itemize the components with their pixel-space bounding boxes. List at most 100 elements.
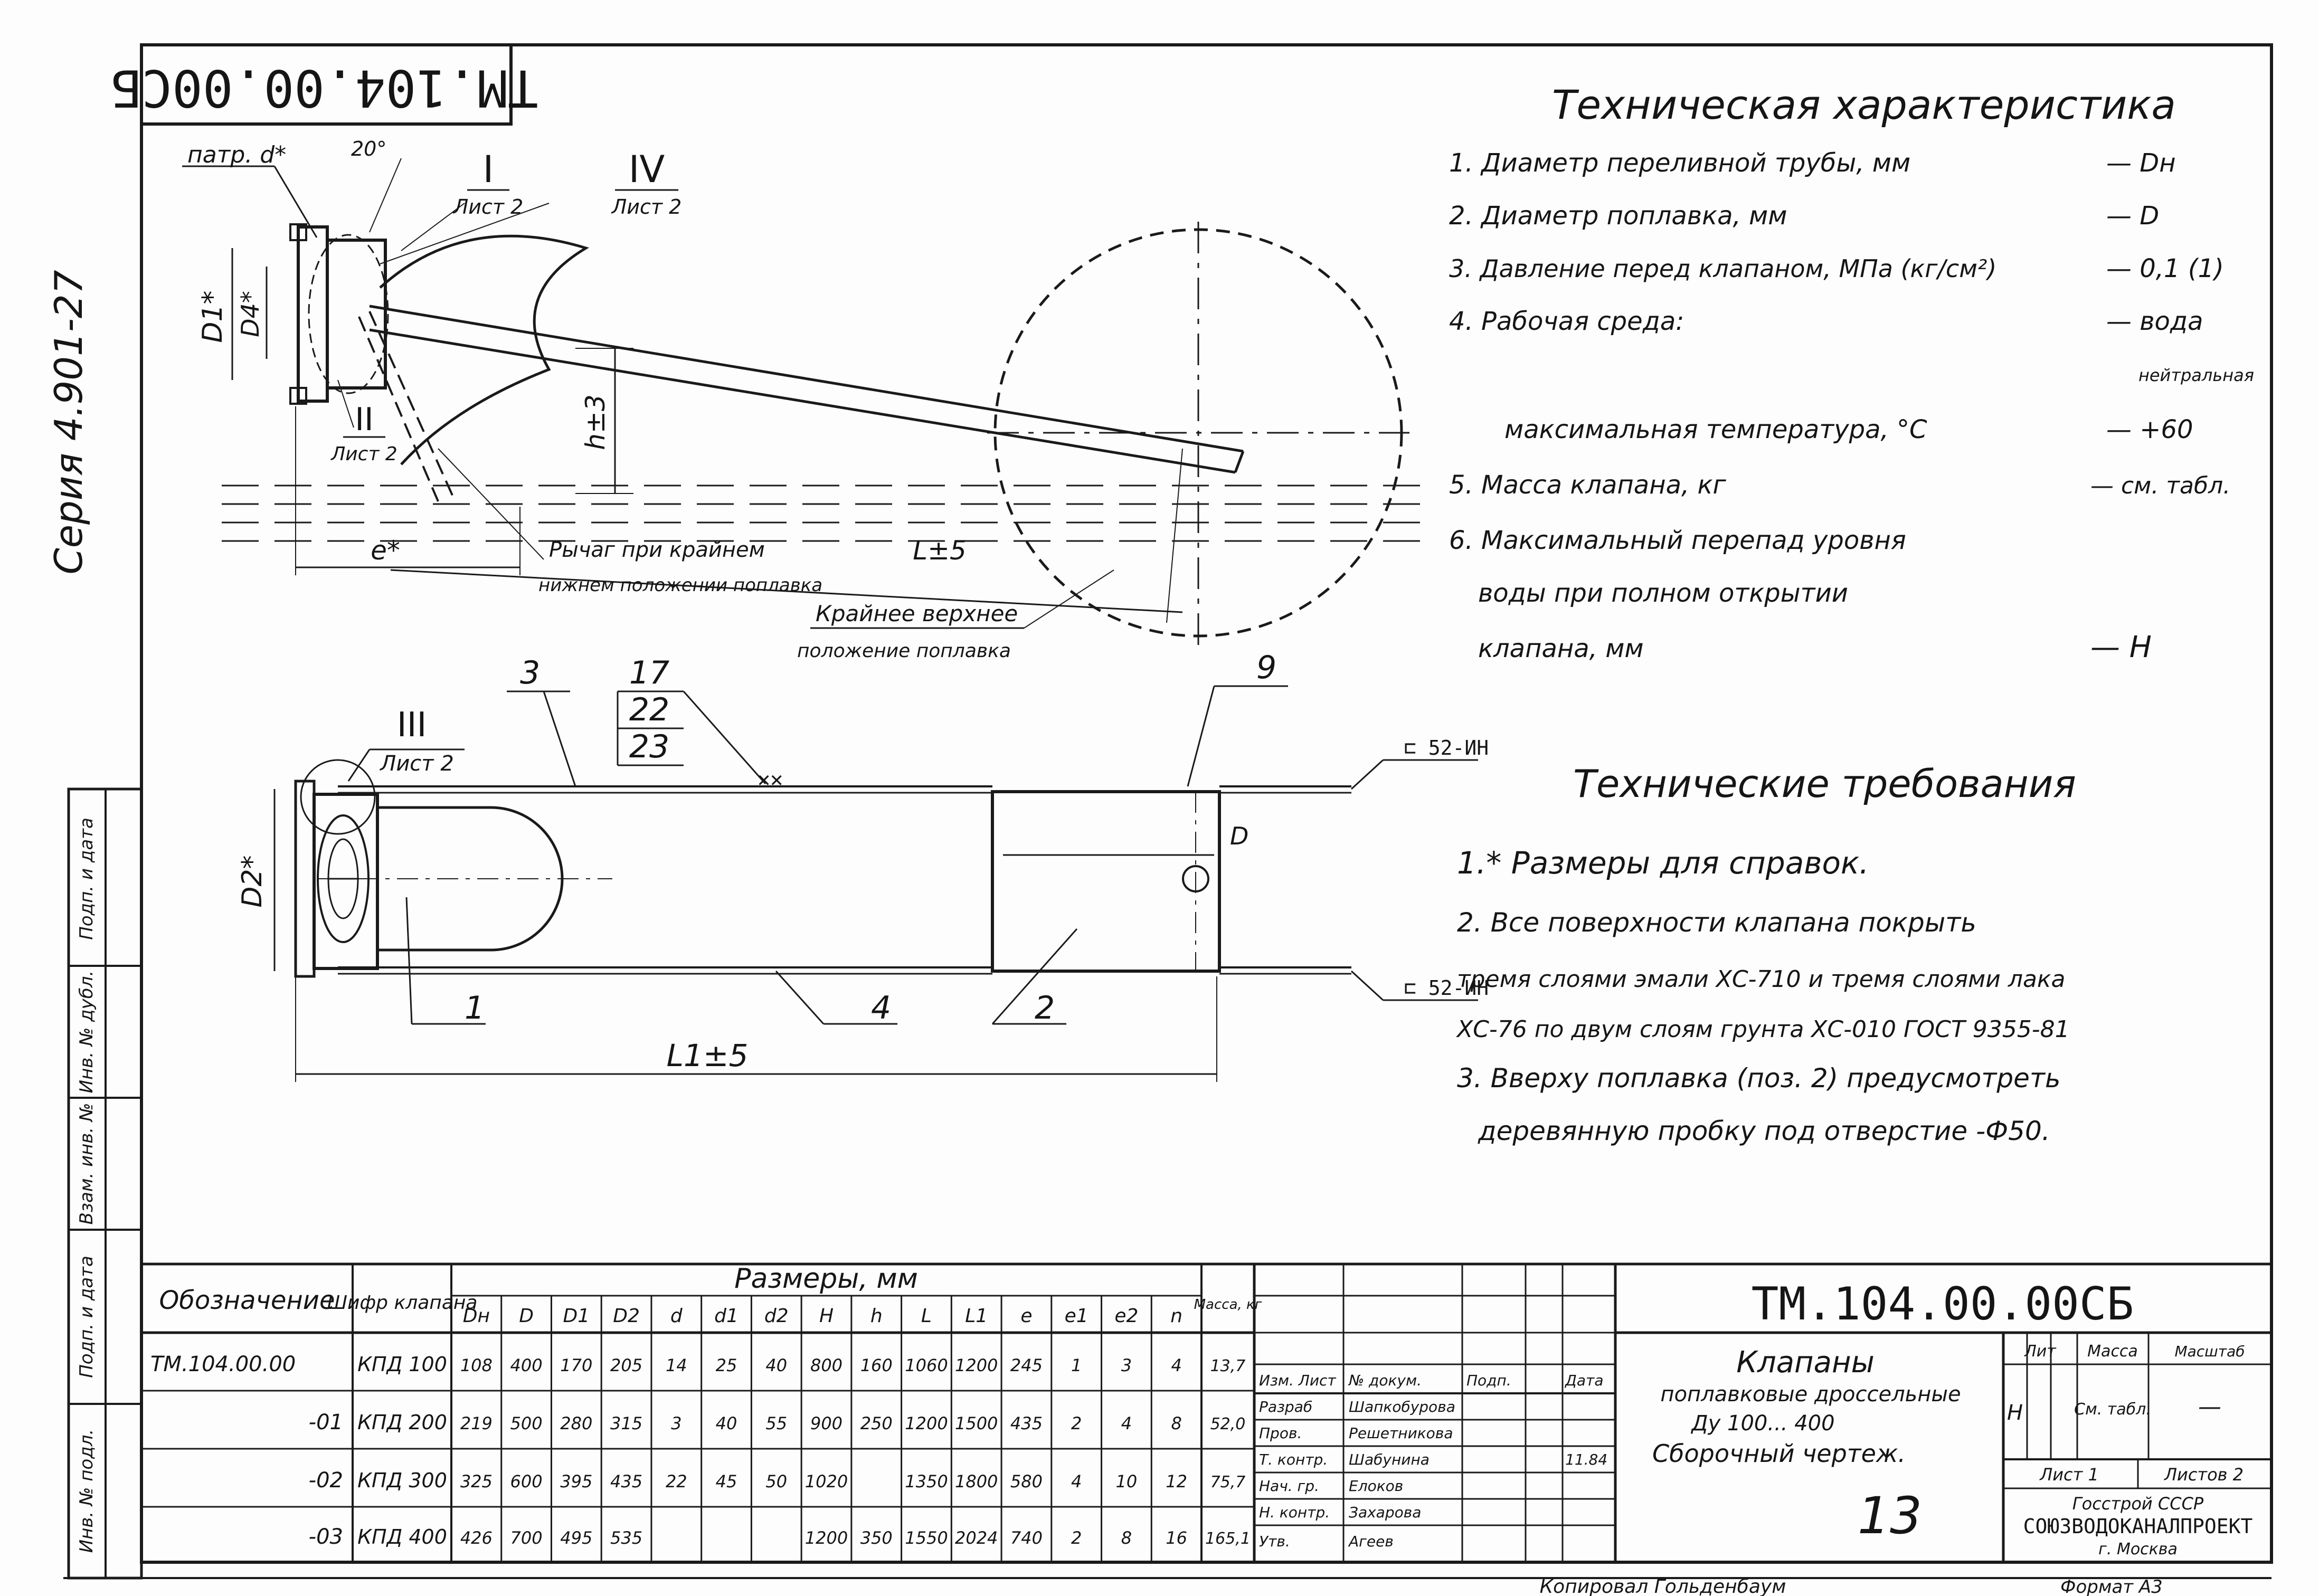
table-subheader: L1 — [965, 1305, 988, 1327]
table-cell: 1800 — [955, 1471, 998, 1492]
tech-char-value-3: — 0,1 (1) — [2106, 254, 2224, 283]
table-cell: 700 — [510, 1528, 543, 1548]
callout-17: 17 — [629, 654, 669, 691]
table-cell: 40 — [716, 1413, 737, 1433]
table-cell: 55 — [765, 1413, 787, 1433]
table-cell-mass: 52,0 — [1210, 1415, 1246, 1433]
title-name-4: Сборочный чертеж. — [1652, 1439, 1906, 1468]
valve-body — [326, 239, 387, 390]
table-cell-mass: 75,7 — [1210, 1473, 1246, 1492]
table-cell: 435 — [1010, 1413, 1043, 1433]
table-cell-mass: 13,7 — [1210, 1357, 1246, 1375]
title-block: ТМ.104.00.00СБ Клапаны поплавковые дросс… — [1253, 1262, 2273, 1596]
weld-label-top: ⊏ 52-ИН — [1404, 736, 1489, 759]
title-name-2: поплавковые дроссельные — [1660, 1382, 1961, 1407]
label-angle: 20° — [351, 137, 386, 160]
title-sheets: Листов 2 — [2164, 1465, 2244, 1485]
series-label: Серия 4.901-27 — [46, 270, 91, 574]
tech-char-value-4: — вода — [2106, 307, 2203, 336]
table-cell: 160 — [860, 1355, 893, 1375]
table-cell-designation: -03 — [309, 1525, 343, 1549]
table-cell: 3 — [671, 1413, 681, 1433]
tech-char-item-7: 6. Максимальный перепад уровня — [1449, 526, 1906, 555]
table-cell: 3 — [1121, 1355, 1132, 1375]
tech-char-value-6: — см. табл. — [2090, 472, 2230, 499]
sheet-number: 13 — [1858, 1486, 1922, 1545]
table-col-dims: Размеры, мм — [734, 1263, 918, 1295]
label-h: h±3 — [580, 394, 611, 450]
table-cell: 219 — [460, 1413, 493, 1433]
lever-arm — [369, 305, 1244, 453]
title-org-3: г. Москва — [2098, 1540, 2178, 1559]
table-cell: 1020 — [805, 1471, 848, 1492]
signature-name: Решетникова — [1349, 1424, 1453, 1442]
tech-characteristics: Техническая характеристика 1. Диаметр пе… — [1449, 81, 2254, 664]
table-cell: 16 — [1166, 1528, 1187, 1548]
table-cell: 1550 — [905, 1528, 948, 1548]
callout-9: 9 — [1256, 649, 1276, 686]
title-code: ТМ.104.00.00СБ — [1752, 1278, 2134, 1331]
table-cell: 350 — [860, 1528, 893, 1548]
label-view-i: I — [483, 148, 494, 191]
tech-char-item-3: 3. Давление перед клапаном, МПа (кг/см²) — [1449, 254, 1996, 283]
table-cell-designation: -01 — [309, 1410, 343, 1434]
label-d4: D4* — [236, 291, 264, 337]
weld-label-bottom: ⊏ 52-ИН — [1404, 976, 1489, 1000]
table-cell-mass: 165,1 — [1205, 1530, 1251, 1548]
tech-req-item-1: 1.* Размеры для справок. — [1457, 845, 1869, 881]
label-d2: D2* — [236, 855, 268, 907]
table-cell-code: КПД 200 — [357, 1411, 447, 1434]
lever-label: Рычаг при крайнем — [549, 538, 765, 562]
signature-role: Пров. — [1259, 1424, 1302, 1442]
table-cell: 2 — [1071, 1528, 1082, 1548]
table-cell: 495 — [560, 1528, 592, 1548]
tech-char-value-neutral: нейтральная — [2138, 365, 2254, 385]
signature-sign: Подп. — [1466, 1372, 1511, 1389]
table-cell: 315 — [610, 1413, 642, 1433]
table-subheader: L — [921, 1305, 932, 1327]
tech-char-item-1: 1. Диаметр переливной трубы, мм — [1449, 148, 1910, 178]
stamp-code: ТМ.104.00.00СБ — [111, 59, 538, 118]
label-view-i-sheet: Лист 2 — [452, 195, 524, 218]
table-cell: 4 — [1071, 1471, 1082, 1492]
table-cell: 535 — [610, 1528, 642, 1548]
table-cell: 580 — [1010, 1471, 1043, 1492]
label-patr-d: патр. d* — [187, 141, 286, 168]
table-cell-code: КПД 400 — [357, 1525, 447, 1548]
table-cell: 435 — [610, 1471, 642, 1492]
label-view-iii: III — [397, 706, 427, 745]
upper-view: патр. d* 20° I Лист 2 IV Лист 2 II Лист … — [182, 137, 1425, 662]
signature-role: Разраб — [1259, 1398, 1312, 1416]
table-col-mass: Масса, кг — [1194, 1297, 1262, 1313]
side-stamp: Подп. и дата Инв. № дубл. Взам. инв. № П… — [67, 787, 143, 1580]
tech-char-item-9: клапана, мм — [1478, 634, 1644, 663]
title-mass-value: См. табл. — [2074, 1400, 2151, 1419]
table-cell: 740 — [1010, 1528, 1043, 1548]
format-label: Формат А3 — [2060, 1576, 2163, 1596]
table-cell: 22 — [666, 1471, 687, 1492]
signature-date: 11.84 — [1565, 1451, 1607, 1468]
table-cell-designation: ТМ.104.00.00 — [150, 1352, 296, 1376]
signature-role: Изм. Лист — [1259, 1372, 1336, 1389]
signature-row: Утв.Агеев — [1259, 1533, 1394, 1550]
table-cell: 8 — [1121, 1528, 1132, 1548]
title-lit-value: Н — [2007, 1401, 2023, 1425]
upper-label-2: положение поплавка — [797, 640, 1011, 662]
table-subheader: d2 — [764, 1305, 789, 1327]
table-cell: 2024 — [955, 1528, 998, 1548]
callout-4: 4 — [871, 990, 891, 1027]
table-cell: 1500 — [955, 1413, 998, 1433]
table-subheader: D1 — [563, 1305, 590, 1327]
signature-row: Н. контр.Захарова — [1259, 1504, 1421, 1521]
signature-role: Н. контр. — [1259, 1504, 1330, 1521]
table-subheader: e2 — [1114, 1305, 1138, 1327]
label-l1: L1±5 — [667, 1038, 749, 1074]
stamp-box — [140, 43, 513, 126]
table-subheader: d — [670, 1305, 683, 1327]
